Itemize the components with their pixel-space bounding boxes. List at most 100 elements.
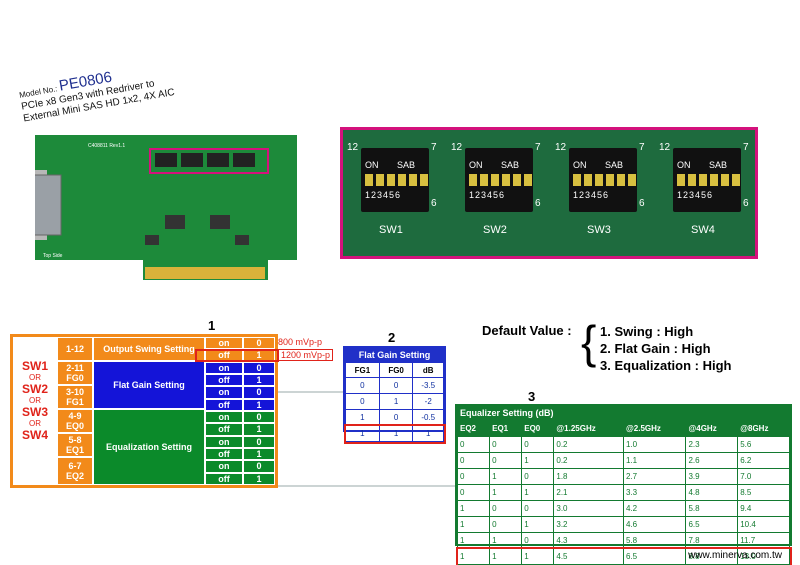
caption-1: 1 [208, 318, 216, 333]
caption-2: 2 [388, 330, 396, 345]
or-label: OR [29, 373, 41, 382]
column-header: EQ0 [521, 420, 555, 437]
table-cell: 7.0 [737, 468, 790, 485]
sw3-label: SW3 [21, 405, 48, 419]
value-cell: 0 [243, 361, 275, 374]
state-cell: on [205, 386, 243, 399]
flat-gain-header: FG1 [345, 362, 380, 378]
on-label: ON [573, 160, 587, 170]
table-cell: 3.0 [553, 500, 624, 517]
value-cell: 0 [243, 337, 275, 350]
table-cell: 5.8 [622, 532, 687, 549]
table-cell: 1 [521, 516, 555, 533]
pin-number: 12 [659, 142, 671, 153]
table-cell: 0 [489, 516, 523, 533]
table-cell: 1 [345, 409, 380, 426]
table-cell: 0 [489, 436, 523, 453]
sw1-label: SW1 [21, 359, 48, 373]
table-cell: 4.6 [622, 516, 687, 533]
table-cell: -2 [412, 393, 444, 410]
table-cell: 13.0 [737, 548, 790, 565]
value-cell: 1 [243, 423, 275, 436]
table-cell: 2.6 [685, 452, 739, 469]
switch-name: SW2 [483, 224, 507, 236]
table-cell: -3.5 [412, 377, 444, 394]
dip-toggles [677, 174, 740, 186]
table-cell: 0 [456, 452, 491, 469]
table-cell: -0.5 [412, 409, 444, 426]
equalizer-title: Equalizer Setting (dB) [457, 406, 790, 420]
dip-digits: 123456 [469, 190, 506, 200]
table-cell: 1 [489, 548, 523, 565]
default-value-label: Default Value : [482, 323, 572, 338]
flat-gain-setting: Flat Gain Setting [93, 361, 205, 409]
pin-1-12: 1-12 [57, 337, 93, 361]
table-cell: 6.2 [737, 452, 790, 469]
dip-toggles [573, 174, 636, 186]
switch-name: SW1 [379, 224, 403, 236]
dip-toggles [469, 174, 532, 186]
on-label: ON [677, 160, 691, 170]
value-cell: 1 [243, 398, 275, 411]
state-cell: on [205, 361, 243, 374]
table-cell: 2.7 [622, 468, 687, 485]
column-header: @4GHz [685, 420, 739, 437]
table-cell: 0 [521, 468, 555, 485]
default-swing: 1. Swing : High [600, 324, 694, 339]
table-cell: 5.6 [737, 436, 790, 453]
default-equalization: 3. Equalization : High [600, 358, 732, 373]
on-label: ON [365, 160, 379, 170]
value-cell: 0 [243, 386, 275, 399]
table-cell: 0 [345, 393, 380, 410]
table-cell: 6.5 [622, 548, 687, 565]
state-cell: off [205, 447, 243, 461]
table-cell: 4.2 [622, 500, 687, 517]
board-revision: C408811 Rev1.1 [88, 143, 125, 149]
swing-800-note: 800 mVp-p [278, 337, 323, 347]
table-cell: 5.8 [685, 500, 739, 517]
table-cell: 1 [456, 532, 491, 549]
swing-1200-note: 1200 mVp-p [278, 349, 334, 361]
sw2-label: SW2 [21, 382, 48, 396]
column-header: @1.25GHz [553, 420, 624, 437]
table-cell: 7.8 [685, 532, 739, 549]
switch-side-labels: SW1 OR SW2 OR SW3 OR SW4 [13, 337, 57, 485]
table-cell: 1 [521, 452, 555, 469]
table-cell: 0 [378, 377, 414, 394]
pin-number: 7 [535, 142, 541, 153]
state-cell: on [205, 410, 243, 424]
table-cell: 0 [456, 436, 491, 453]
column-header: @2.5GHz [622, 420, 687, 437]
pin-number: 12 [451, 142, 463, 153]
table-cell: 0 [345, 377, 380, 394]
state-cell: on [205, 435, 243, 448]
column-header: EQ1 [489, 420, 523, 437]
table-cell: 3.3 [622, 484, 687, 501]
column-header: EQ2 [456, 420, 491, 437]
table-cell: 0 [521, 500, 555, 517]
state-cell: off [205, 373, 243, 387]
table-cell: 10.4 [737, 516, 790, 533]
table-cell: 4.5 [553, 548, 624, 565]
table-cell: 8.5 [737, 484, 790, 501]
flat-gain-header: FG0 [378, 362, 414, 378]
table-cell: 1.8 [553, 468, 624, 485]
table-cell: 1 [412, 425, 444, 442]
